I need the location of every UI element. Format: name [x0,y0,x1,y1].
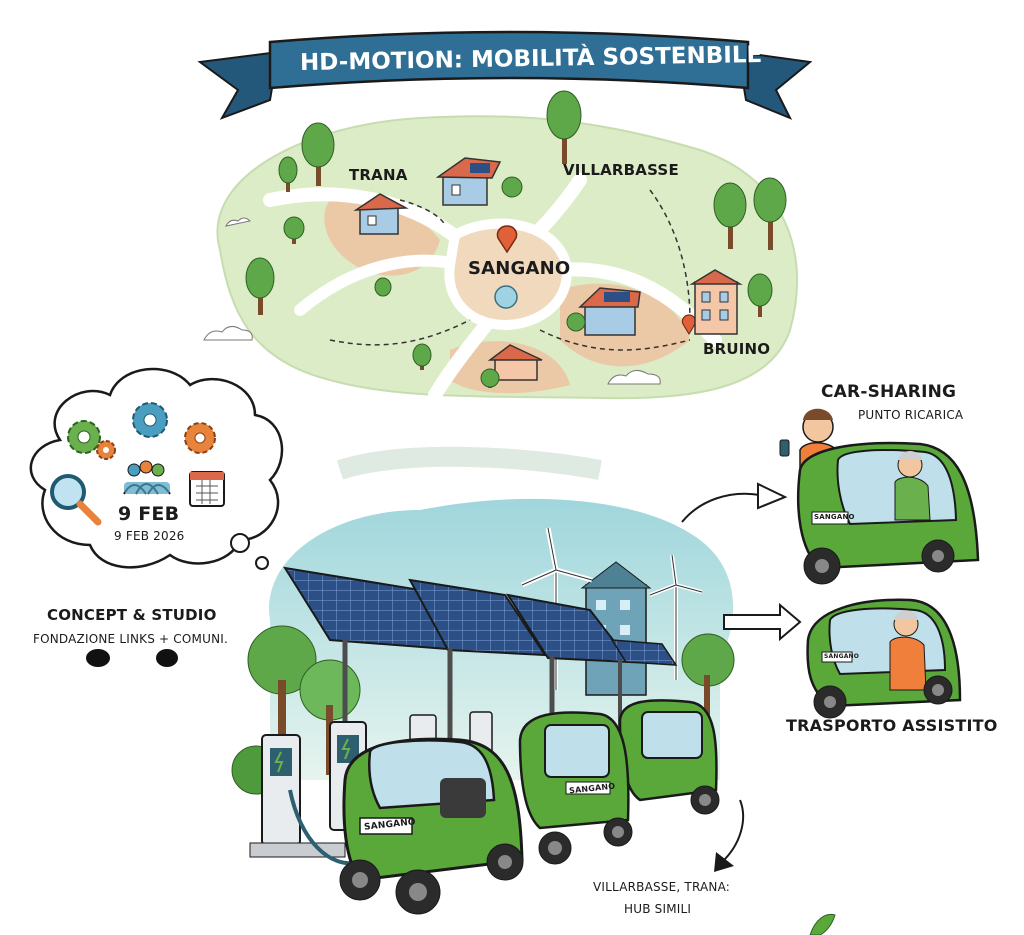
arrow-icon [714,799,745,872]
town-label-trana: TRANA [349,166,408,184]
gear-icon [96,440,116,460]
event-date: 9 FEB [118,503,180,525]
map-pin-icon [681,314,697,336]
other-hubs-line2: HUB SIMILI [624,902,692,916]
cloud-icon [607,370,661,385]
electric-car [339,737,524,915]
charging-station-icon [249,734,346,858]
tree-icon [480,368,500,388]
town-label-villarbasse: VILLARBASSE [563,161,679,179]
gear-icon [67,420,101,454]
search-icon [50,474,102,526]
tree-icon [501,176,523,198]
map-pin-icon [496,225,518,254]
ink-dot [86,649,178,667]
tree-icon [301,122,335,186]
town-label-bruino: BRUINO [703,340,771,358]
tree-icon [283,216,305,244]
tree-icon [566,312,586,332]
cloud-icon [203,326,253,341]
concept-title: CONCEPT & STUDIO [47,606,217,624]
car-label-assisted: SANGANO [824,653,860,660]
assisted-transport-illustration [806,598,962,719]
calendar-icon [189,471,225,507]
cloud-icon [225,217,252,227]
arrow-icon [723,602,802,642]
car-sharing-title: CAR-SHARING [821,382,957,402]
other-hubs-line1: VILLARBASSE, TRANA: [593,880,731,894]
tree-icon [713,182,747,249]
concept-subtitle: FONDAZIONE LINKS + COMUNI. [33,632,229,646]
gear-icon [184,422,216,454]
event-date-full: 9 FEB 2026 [114,529,185,543]
leaf-icon [809,913,836,935]
title-banner [197,30,813,120]
town-label-sangano: SANGANO [468,258,571,279]
tree-icon [546,90,582,164]
people-icon [123,460,171,495]
house-icon [353,193,409,235]
tree-icon [374,277,392,297]
electric-car [796,441,980,585]
house-icon [578,287,641,336]
charging-hub-scene [231,446,735,915]
tree-icon [278,156,298,192]
house-icon [435,157,502,206]
gear-icon [132,402,168,438]
tree-icon [245,257,275,315]
electric-car [518,711,633,865]
house-icon [487,344,543,381]
person-icon [894,451,931,521]
tree-icon [747,273,773,317]
thought-bubble [29,367,284,570]
arrow-icon [681,482,788,523]
tree-icon [753,177,787,250]
person-icon [889,610,927,691]
tree-icon [412,343,432,370]
car-label-car-sharing: SANGANO [814,513,855,521]
village-map [203,90,799,402]
electric-car [806,598,962,719]
tree-icon [247,625,317,770]
building-icon [689,269,743,335]
car-sharing-illustration [779,408,980,585]
assisted-transport-title: TRASPORTO ASSISTITO [786,716,998,735]
car-sharing-subtitle: PUNTO RICARICA [858,408,964,422]
electric-car [618,699,720,815]
